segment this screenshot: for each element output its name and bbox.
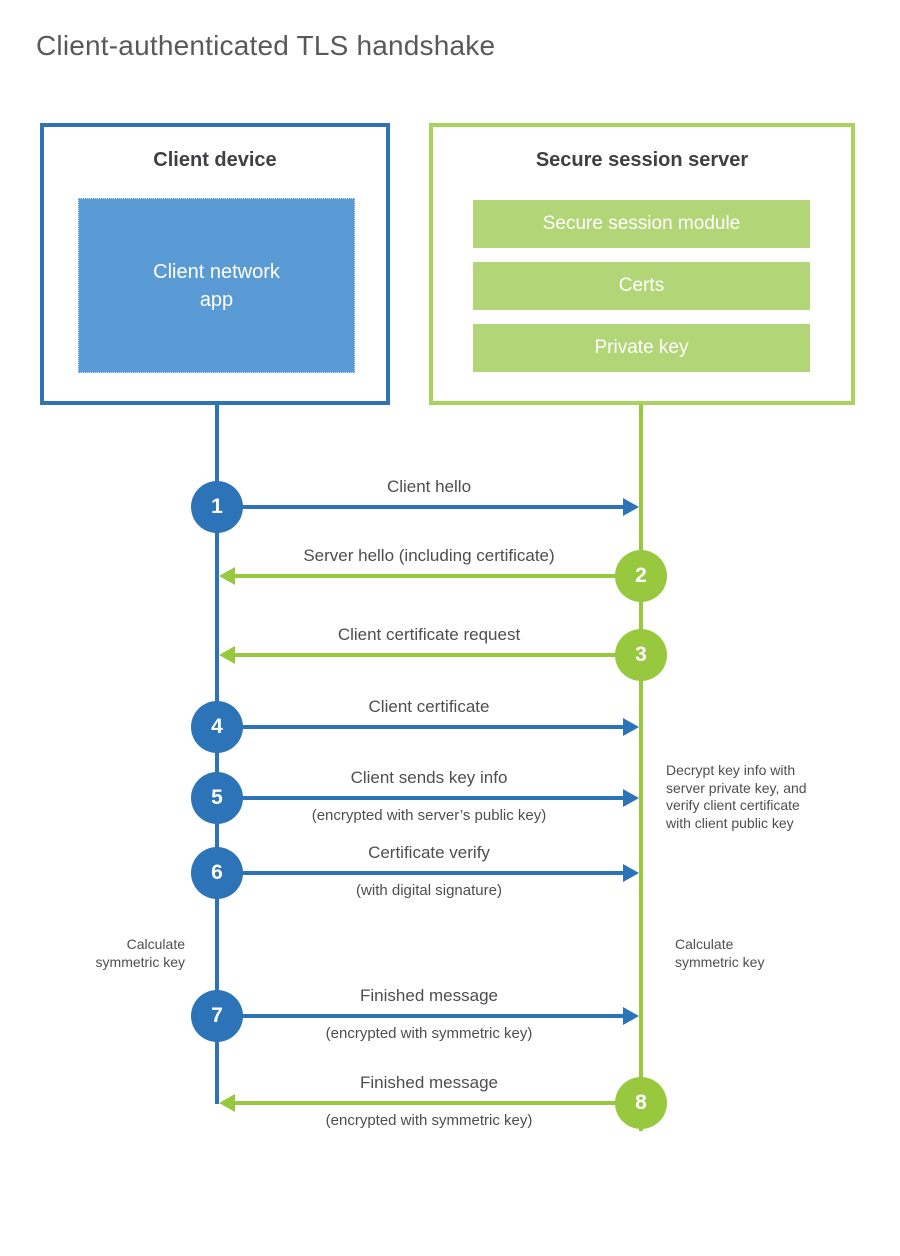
step-7-circle: 7 bbox=[191, 990, 243, 1042]
step-1-label: Client hello bbox=[386, 477, 472, 496]
step-5-arrow-shaft bbox=[219, 796, 623, 800]
calculate-symmetric-key-note-client: Calculate symmetric key bbox=[95, 936, 185, 970]
step-3-arrow-shaft bbox=[235, 653, 639, 657]
step-3-circle: 3 bbox=[615, 629, 667, 681]
secure-session-server-box: Secure session server Secure session mod… bbox=[429, 123, 855, 405]
client-lifeline bbox=[215, 404, 219, 1104]
step-4-circle: 4 bbox=[191, 701, 243, 753]
step-3-label: Client certificate request bbox=[337, 625, 521, 644]
step-7-sublabel: (encrypted with symmetric key) bbox=[325, 1025, 533, 1042]
decrypt-key-note: Decrypt key info with server private key… bbox=[666, 762, 807, 831]
server-module-bar-1: Secure session module bbox=[473, 200, 810, 248]
step-6-circle: 6 bbox=[191, 847, 243, 899]
step-4-arrow-head bbox=[623, 718, 639, 736]
step-8-arrow-shaft bbox=[235, 1101, 639, 1105]
step-8-sublabel: (encrypted with symmetric key) bbox=[325, 1112, 533, 1129]
client-device-box: Client device Client network app bbox=[40, 123, 390, 405]
client-device-heading: Client device bbox=[153, 149, 277, 171]
step-1-arrow-head bbox=[623, 498, 639, 516]
step-5-label: Client sends key info bbox=[350, 768, 508, 787]
step-8-arrow-head bbox=[219, 1094, 235, 1112]
step-2-arrow-shaft bbox=[235, 574, 639, 578]
step-6-label: Certificate verify bbox=[368, 843, 490, 862]
calculate-symmetric-key-note-server: Calculate symmetric key bbox=[675, 936, 765, 970]
step-7-arrow-head bbox=[623, 1007, 639, 1025]
step-4-arrow-shaft bbox=[219, 725, 623, 729]
client-network-app-label: Client network app bbox=[153, 260, 280, 311]
step-3-arrow-head bbox=[219, 646, 235, 664]
step-4-label: Client certificate bbox=[368, 697, 490, 716]
diagram-title: Client-authenticated TLS handshake bbox=[36, 30, 496, 61]
step-8-label: Finished message bbox=[360, 1073, 498, 1092]
client-network-app-box: Client network app bbox=[78, 198, 355, 373]
step-6-arrow-shaft bbox=[219, 871, 623, 875]
server-module-bar-3: Private key bbox=[473, 324, 810, 372]
step-2-label: Server hello (including certificate) bbox=[303, 546, 555, 565]
step-8-circle: 8 bbox=[615, 1077, 667, 1129]
server-lifeline bbox=[639, 404, 643, 1131]
server-module-bar-2: Certs bbox=[473, 262, 810, 310]
step-5-sublabel: (encrypted with server’s public key) bbox=[311, 807, 547, 824]
step-1-circle: 1 bbox=[191, 481, 243, 533]
step-5-circle: 5 bbox=[191, 772, 243, 824]
step-7-label: Finished message bbox=[360, 986, 498, 1005]
step-6-arrow-head bbox=[623, 864, 639, 882]
secure-session-server-heading: Secure session server bbox=[535, 149, 749, 171]
step-5-arrow-head bbox=[623, 789, 639, 807]
step-1-arrow-shaft bbox=[219, 505, 623, 509]
step-7-arrow-shaft bbox=[219, 1014, 623, 1018]
step-2-arrow-head bbox=[219, 567, 235, 585]
step-2-circle: 2 bbox=[615, 550, 667, 602]
step-6-sublabel: (with digital signature) bbox=[356, 882, 502, 899]
